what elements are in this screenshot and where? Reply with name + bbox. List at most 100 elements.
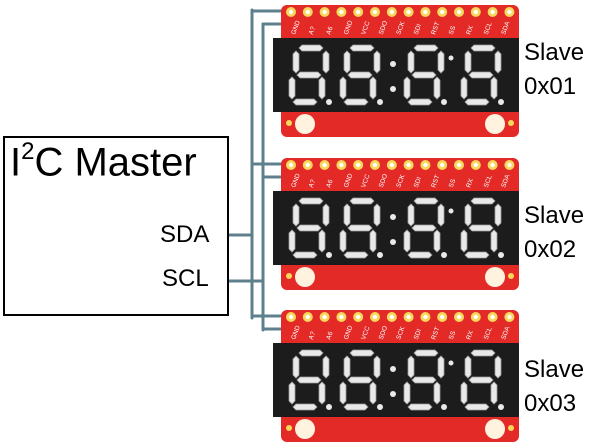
- colon-dot-bottom: [390, 391, 396, 397]
- segment-c: [370, 230, 376, 252]
- sda-bus-wire: [229, 10, 252, 318]
- header-hole: [406, 315, 410, 319]
- decimal-point: [498, 99, 504, 105]
- slave-1-word: Slave: [524, 36, 584, 70]
- header-hole: [440, 163, 444, 167]
- colon-dot-top: [390, 214, 396, 220]
- slave-label-1: Slave 0x01: [524, 36, 584, 104]
- header-hole: [306, 163, 310, 167]
- master-title-rest: C Master: [34, 140, 196, 184]
- segment-g: [348, 72, 372, 78]
- header-hole: [423, 163, 427, 167]
- decimal-point: [441, 99, 447, 105]
- header-hole: [440, 10, 444, 14]
- header-hole: [356, 163, 360, 167]
- decimal-point: [441, 404, 447, 410]
- slave-3-address: 0x03: [524, 387, 584, 421]
- segment-c: [434, 230, 440, 252]
- colon-dot-bottom: [390, 86, 396, 92]
- header-hole: [490, 163, 494, 167]
- segment-e: [289, 230, 295, 252]
- segment-e: [461, 382, 467, 404]
- header-hole: [490, 10, 494, 14]
- mounting-hole-right: [485, 419, 505, 439]
- slave-3-word: Slave: [524, 353, 584, 387]
- slave-1-address: 0x01: [524, 70, 584, 104]
- segment-b: [374, 51, 380, 73]
- header-hole: [457, 163, 461, 167]
- mounting-hole-left: [295, 267, 315, 287]
- power-pad-left: [286, 120, 292, 126]
- segment-c: [491, 382, 497, 404]
- header-hole: [507, 163, 511, 167]
- segment-b: [323, 51, 329, 73]
- header-hole: [322, 315, 326, 319]
- header-hole: [457, 10, 461, 14]
- segment-c: [319, 230, 325, 252]
- header-hole: [406, 163, 410, 167]
- segment-g: [412, 72, 436, 78]
- segment-e: [340, 382, 346, 404]
- colon-dot-top: [390, 61, 396, 67]
- master-title-main: I: [10, 140, 21, 184]
- header-hole: [390, 163, 394, 167]
- header-hole: [339, 315, 343, 319]
- segment-d: [344, 99, 368, 105]
- seven-segment-board-3: GNDA?A6GNDVCCSDOSCKSDIRSTSSRXSCLSDA: [273, 310, 519, 442]
- power-pad-right: [508, 273, 514, 279]
- segment-a: [299, 45, 323, 51]
- mounting-hole-left: [295, 114, 315, 134]
- power-pad-left: [286, 273, 292, 279]
- header-hole: [306, 315, 310, 319]
- segment-a: [350, 198, 374, 204]
- power-pad-right: [508, 120, 514, 126]
- segment-d: [408, 404, 432, 410]
- segment-f: [344, 204, 350, 226]
- decimal-point: [498, 252, 504, 258]
- segment-b: [438, 51, 444, 73]
- header-hole: [306, 10, 310, 14]
- header-hole: [373, 10, 377, 14]
- header-hole: [373, 315, 377, 319]
- header-hole: [390, 10, 394, 14]
- segment-c: [434, 77, 440, 99]
- mounting-hole-left: [295, 419, 315, 439]
- segment-d: [344, 404, 368, 410]
- apostrophe-dot: [449, 56, 454, 61]
- slave-label-3: Slave 0x03: [524, 353, 584, 421]
- master-title-superscript: 2: [21, 138, 34, 165]
- segment-d: [293, 99, 317, 105]
- segment-b: [323, 356, 329, 378]
- segment-g: [469, 377, 493, 383]
- segment-e: [340, 230, 346, 252]
- segment-g: [469, 72, 493, 78]
- header-hole: [490, 315, 494, 319]
- segment-d: [408, 99, 432, 105]
- header-hole: [289, 315, 293, 319]
- scl-bus-wire: [229, 24, 263, 330]
- segment-e: [289, 382, 295, 404]
- segment-e: [461, 77, 467, 99]
- segment-d: [293, 252, 317, 258]
- header-hole: [339, 10, 343, 14]
- header-hole: [423, 10, 427, 14]
- segment-c: [319, 77, 325, 99]
- segment-e: [289, 77, 295, 99]
- power-pad-right: [508, 425, 514, 431]
- segment-d: [344, 252, 368, 258]
- segment-f: [408, 204, 414, 226]
- header-hole: [390, 315, 394, 319]
- segment-c: [491, 230, 497, 252]
- master-title: I2C Master: [10, 140, 197, 185]
- slave-2-word: Slave: [524, 199, 584, 233]
- segment-b: [495, 51, 501, 73]
- header-hole: [507, 315, 511, 319]
- segment-g: [297, 377, 321, 383]
- segment-a: [471, 45, 495, 51]
- segment-b: [438, 204, 444, 226]
- segment-c: [370, 382, 376, 404]
- decimal-point: [377, 404, 383, 410]
- segment-f: [465, 204, 471, 226]
- scl-label: SCL: [162, 265, 209, 293]
- segment-f: [408, 51, 414, 73]
